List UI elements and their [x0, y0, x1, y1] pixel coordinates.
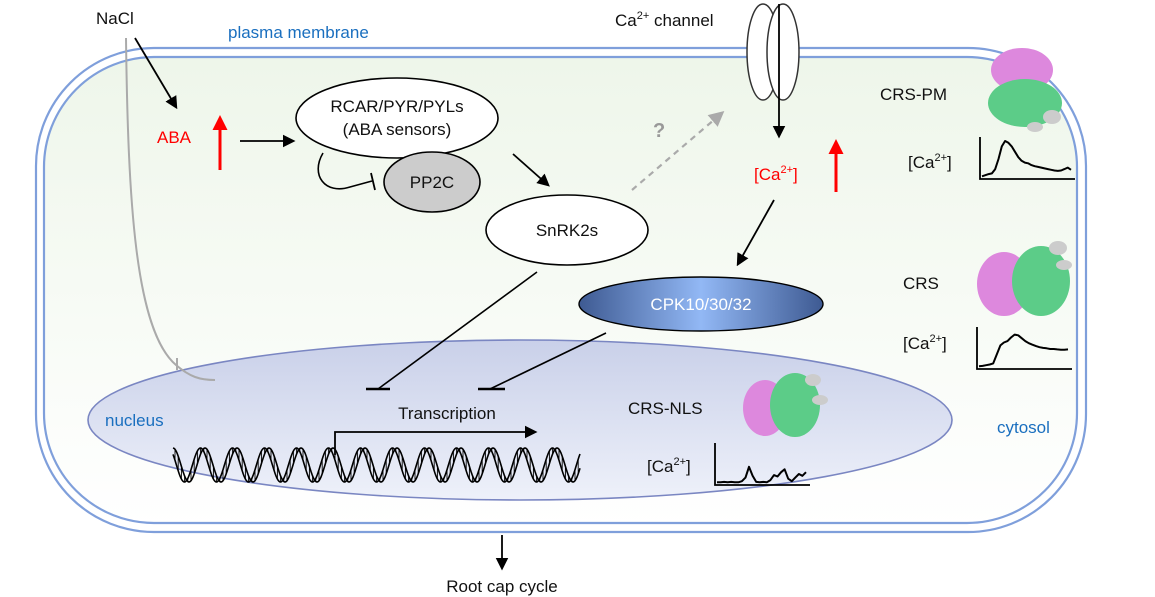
trace-axes [976, 327, 1072, 370]
snrk2s-label: SnRK2s [536, 221, 598, 240]
ca-channel-label: Ca2+ channel [615, 10, 714, 30]
crs-pm-ca-trace [979, 137, 1075, 180]
dna-helix [172, 447, 581, 483]
ca-trace-line [978, 333, 1069, 368]
cpk-node [578, 276, 824, 332]
sensor-crs-nls: CRS-NLS [Ca2+] [628, 373, 828, 486]
snrk2-inhibits-transcription [377, 271, 538, 390]
cpk-inhibits-transcription [489, 332, 607, 390]
pp2c-label: PP2C [410, 173, 454, 192]
nacl-inhibits-transcription-line [125, 37, 216, 381]
transcription-start-arrow [334, 425, 538, 455]
ca-trace-line [717, 465, 807, 484]
nacl-to-aba-arrow [134, 37, 178, 110]
crs-ca-trace [976, 327, 1072, 370]
crs-protein-icon [977, 241, 1072, 316]
aba-label: ABA [157, 128, 192, 147]
snrk2s-node [485, 194, 649, 266]
pp2c-inhibition-bar [370, 172, 376, 191]
plasma-membrane-inner [42, 55, 1079, 525]
transcription-label: Transcription [398, 404, 496, 423]
nucleus-label: nucleus [105, 411, 164, 430]
cytosol-label: cytosol [997, 418, 1050, 437]
crs-pm-protein-icon [988, 48, 1062, 132]
rcar-label-line2: (ABA sensors) [343, 120, 452, 139]
crs-label: CRS [903, 274, 939, 293]
crs-nls-label: CRS-NLS [628, 399, 703, 418]
crs-nls-trace-label: [Ca2+] [647, 456, 691, 476]
ca-trace-line [981, 140, 1072, 178]
nucleus [87, 339, 953, 501]
cpk-label: CPK10/30/32 [650, 295, 751, 314]
plasma-membrane-outer [34, 46, 1088, 534]
plasma-membrane-label: plasma membrane [228, 23, 369, 42]
root-cap-cycle-label: Root cap cycle [446, 577, 558, 596]
nacl-label: NaCl [96, 9, 134, 28]
crs-nls-ca-trace [714, 443, 810, 486]
snrk2-to-channel-dashed-arrow [631, 110, 725, 191]
sensor-crs: CRS [Ca2+] [903, 241, 1072, 370]
ca-to-cpk-arrow [736, 199, 775, 267]
trace-axes [714, 443, 810, 486]
question-mark: ? [653, 120, 665, 142]
sensor-crs-pm: CRS-PM [Ca2+] [880, 48, 1075, 180]
cytosolic-ca-label: [Ca2+] [754, 164, 798, 184]
crs-trace-label: [Ca2+] [903, 333, 947, 353]
crs-pm-trace-label: [Ca2+] [908, 152, 952, 172]
crs-nls-protein-icon [743, 373, 828, 437]
pp2c-node [383, 151, 481, 213]
rcar-pyr-pyl-node [295, 77, 499, 159]
rcar-label-line1: RCAR/PYR/PYLs [330, 97, 463, 116]
dna-strand [172, 447, 581, 483]
receptor-to-snrk2-arrow [512, 153, 550, 187]
ca-channel-icon [746, 3, 800, 139]
crs-pm-label: CRS-PM [880, 85, 947, 104]
receptor-inhibits-pp2c [317, 152, 373, 190]
trace-axes [979, 137, 1075, 180]
